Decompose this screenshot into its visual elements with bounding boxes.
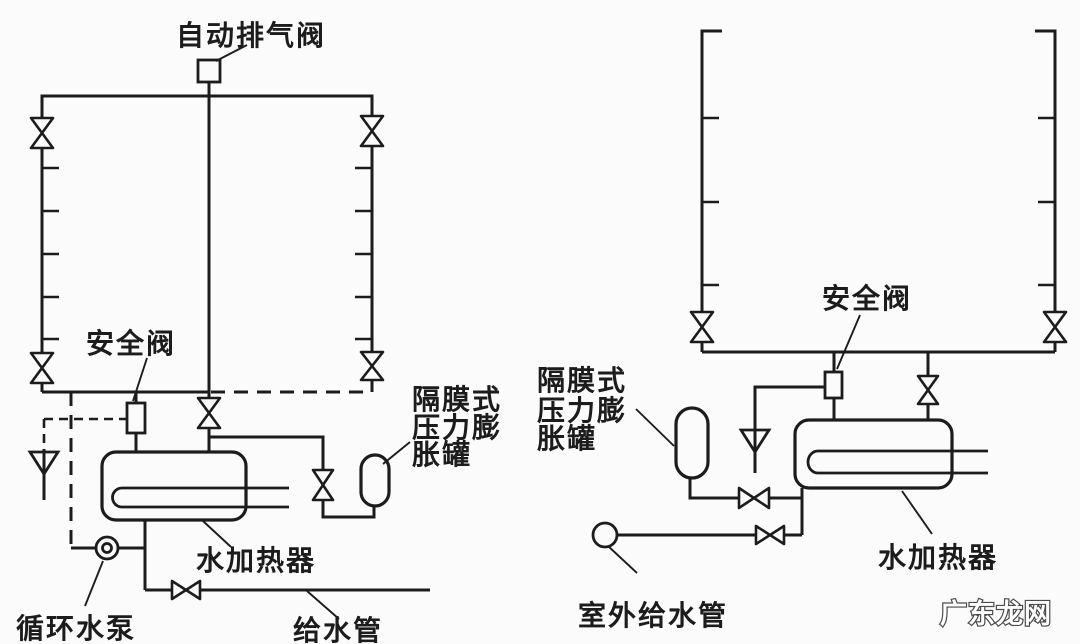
right-riser-valve-right-icon <box>1042 310 1068 344</box>
label-right-safety-valve: 安全阀 <box>822 282 912 315</box>
label-circulation-pump: 循环水泵 <box>16 612 136 644</box>
left-water-heater-body <box>100 450 248 522</box>
left-riser-valve-bottom-left-icon <box>29 351 55 385</box>
left-heater-coil <box>111 486 289 509</box>
label-right-expansion-tank-line3: 胀罐 <box>537 422 597 455</box>
right-diagram: 隔膜式 压力膨 胀罐 安全阀 水加热器 室外给水管 <box>537 29 1068 632</box>
left-riser-ticks <box>42 166 372 341</box>
left-expansion-tank-valve-icon <box>311 468 335 502</box>
label-left-water-heater: 水加热器 <box>196 544 316 577</box>
right-riser-ticks <box>702 116 1055 287</box>
label-right-water-heater: 水加热器 <box>878 541 998 574</box>
label-right-expansion-tank-line1: 隔膜式 <box>537 364 627 397</box>
left-safety-discharge-dashed <box>42 417 128 449</box>
auto-air-vent-icon <box>196 58 222 84</box>
left-heater-inlet-valve-icon <box>196 396 222 430</box>
right-label-leaders <box>607 314 933 574</box>
label-left-expansion-tank-line2: 压力膨 <box>412 411 502 444</box>
left-supply-pipe-valve-icon <box>170 579 202 601</box>
right-heater-coil <box>806 449 988 475</box>
right-riser-valve-left-icon <box>689 310 715 344</box>
outdoor-supply-connection-icon <box>591 521 619 549</box>
left-riser-valve-bottom-right-icon <box>359 350 385 382</box>
right-heater-outlet-valve-icon <box>916 374 940 406</box>
right-water-heater-body <box>793 418 954 490</box>
left-label-leaders <box>84 44 411 620</box>
circulation-pump-hub <box>101 542 113 554</box>
left-riser-valve-top-left-icon <box>29 116 55 150</box>
label-outdoor-supply-pipe: 室外给水管 <box>578 599 728 632</box>
right-safety-valve-icon <box>823 370 844 400</box>
label-right-expansion-tank-line2: 压力膨 <box>537 394 627 427</box>
label-left-safety-valve: 安全阀 <box>86 327 176 360</box>
left-expansion-tank-body <box>359 453 391 508</box>
right-drain-funnel-icon <box>738 428 772 455</box>
watermark: 广东龙网 <box>940 598 1052 630</box>
left-safety-valve-icon <box>125 401 147 435</box>
left-diagram: 自动排气阀 安全阀 隔膜式 压力膨 胀罐 水加热器 循环水泵 给水管 <box>16 19 502 644</box>
right-expansion-tank-body <box>674 406 710 480</box>
left-drain-funnel-icon <box>27 450 61 477</box>
label-left-expansion-tank-line3: 胀罐 <box>412 438 472 471</box>
label-left-expansion-tank-line1: 隔膜式 <box>412 383 502 416</box>
label-auto-air-vent: 自动排气阀 <box>176 19 326 52</box>
right-supply-valve-icon <box>754 524 786 546</box>
left-return-piping-dashed <box>69 390 372 548</box>
label-supply-pipe: 给水管 <box>293 614 383 644</box>
right-expansion-tank-valve-icon <box>737 486 771 510</box>
left-riser-valve-top-right-icon <box>359 114 385 148</box>
